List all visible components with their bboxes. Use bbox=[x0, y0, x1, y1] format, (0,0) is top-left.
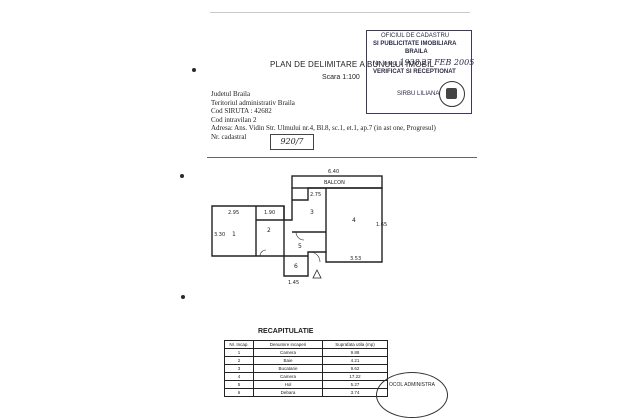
scan-speck bbox=[180, 174, 184, 178]
floor-plan: 6.40 BALCON 2.95 1.90 2.75 3.30 3.53 1.4… bbox=[211, 169, 387, 286]
info-cadastral-label: Nr. cadastral bbox=[211, 132, 247, 141]
dim-label: 2.95 bbox=[228, 210, 239, 216]
stamp-line: BRAILA bbox=[405, 49, 428, 55]
table-row: 1 Camera 9.88 bbox=[224, 348, 388, 357]
scan-speck bbox=[192, 68, 196, 72]
dim-label: 1.45 bbox=[288, 280, 299, 286]
table-row: 4 Camera 17.22 bbox=[224, 372, 388, 381]
plan-labels: 6.40 BALCON 2.95 1.90 2.75 3.30 3.53 1.4… bbox=[214, 169, 387, 286]
balcony-label: BALCON bbox=[324, 180, 345, 186]
recap-table: Nr. Incap. Denumire incaperi Suprafata u… bbox=[224, 340, 388, 397]
room-number: 3 bbox=[310, 209, 314, 216]
table-cell: 9.88 bbox=[322, 348, 388, 357]
round-stamp: OCOL ADMINISTRA bbox=[376, 372, 448, 418]
stamp-reg: Nr. Inreg. 1938 27 FEB 2005 bbox=[373, 58, 474, 67]
stamp-name: SIRBU LILIANA bbox=[397, 91, 440, 97]
table-cell: 9.62 bbox=[322, 364, 388, 373]
room-numbers: 1 2 3 4 5 6 bbox=[232, 209, 356, 270]
table-cell: 6 bbox=[224, 388, 254, 397]
round-stamp-text: OCOL ADMINISTRA bbox=[389, 382, 435, 388]
table-cell: 5 bbox=[224, 380, 254, 389]
info-judet: Judetul Braila bbox=[211, 90, 251, 98]
room-number: 2 bbox=[267, 227, 271, 234]
scan-speck bbox=[181, 295, 185, 299]
column-header: Suprafata utila (mp) bbox=[322, 340, 388, 349]
table-row: 2 Baie 4.21 bbox=[224, 356, 388, 365]
table-row: 3 Bucatarie 9.62 bbox=[224, 364, 388, 373]
room-number: 1 bbox=[232, 231, 236, 238]
table-cell: 1 bbox=[224, 348, 254, 357]
stamp-date: 27 FEB 2005 bbox=[421, 58, 475, 67]
entry-arrow-icon bbox=[312, 269, 322, 279]
table-header-row: Nr. Incap. Denumire incaperi Suprafata u… bbox=[224, 340, 388, 349]
info-teritoriu: Teritoriul administrativ Braila bbox=[211, 98, 295, 107]
plan-scale: Scara 1:100 bbox=[322, 74, 360, 81]
stamp-line: VERIFICAT SI RECEPTIONAT bbox=[373, 69, 456, 75]
column-header: Denumire incaperi bbox=[253, 340, 323, 349]
table-cell: Camera bbox=[253, 348, 323, 357]
divider bbox=[207, 157, 477, 158]
table-row: 5 Hol 5.27 bbox=[224, 380, 388, 389]
table-cell: 4 bbox=[224, 372, 254, 381]
plan-walls bbox=[211, 175, 383, 277]
cadastre-stamp: OFICIUL DE CADASTRU SI PUBLICITATE IMOBI… bbox=[366, 30, 474, 114]
stamp-line: OFICIUL DE CADASTRU bbox=[381, 33, 450, 39]
dim-label: 1.65 bbox=[376, 222, 387, 228]
table-cell: Baie bbox=[253, 356, 323, 365]
room-number: 5 bbox=[298, 243, 302, 250]
property-info: Judetul Braila Teritoriul administrativ … bbox=[211, 90, 436, 142]
info-adresa: Adresa: Ans. Vidin Str. Ulmului nr.4, Bl… bbox=[211, 124, 436, 133]
dim-label: 3.53 bbox=[350, 256, 361, 262]
info-intravilan: Cod intravilan 2 bbox=[211, 115, 257, 124]
table-cell: 3 bbox=[224, 364, 254, 373]
column-header: Nr. Incap. bbox=[224, 340, 254, 349]
dim-label: 2.75 bbox=[310, 192, 321, 198]
table-cell: Bucatarie bbox=[253, 364, 323, 373]
room-number: 6 bbox=[294, 263, 298, 270]
plan-doors bbox=[259, 231, 321, 263]
cadastral-number-box: 920/7 bbox=[270, 134, 314, 150]
table-cell: 4.21 bbox=[322, 356, 388, 365]
dim-label: 3.30 bbox=[214, 232, 225, 238]
table-row: 6 Debara 3.74 bbox=[224, 388, 388, 397]
plan-title: PLAN DE DELIMITARE A BUNULUI IMOBIL bbox=[270, 60, 435, 69]
stamp-line: SI PUBLICITATE IMOBILIARA bbox=[373, 41, 457, 47]
stamp-reg-number: 1938 bbox=[399, 58, 420, 67]
table-cell: Hol bbox=[253, 380, 323, 389]
dim-label: 1.90 bbox=[264, 210, 275, 216]
seal-icon bbox=[439, 81, 465, 107]
table-cell: Debara bbox=[253, 388, 323, 397]
dim-label: 6.40 bbox=[328, 169, 339, 175]
table-cell: 17.22 bbox=[322, 372, 388, 381]
document-page: PLAN DE DELIMITARE A BUNULUI IMOBIL Scar… bbox=[180, 12, 477, 418]
room-number: 4 bbox=[352, 217, 356, 224]
scan-edge bbox=[210, 12, 470, 13]
table-cell: 2 bbox=[224, 356, 254, 365]
info-siruta: Cod SIRUTA : 42682 bbox=[211, 107, 272, 116]
recap-title: RECAPITULATIE bbox=[258, 328, 314, 335]
table-cell: Camera bbox=[253, 372, 323, 381]
stamp-reg-label: Nr. Inreg. bbox=[373, 61, 398, 67]
